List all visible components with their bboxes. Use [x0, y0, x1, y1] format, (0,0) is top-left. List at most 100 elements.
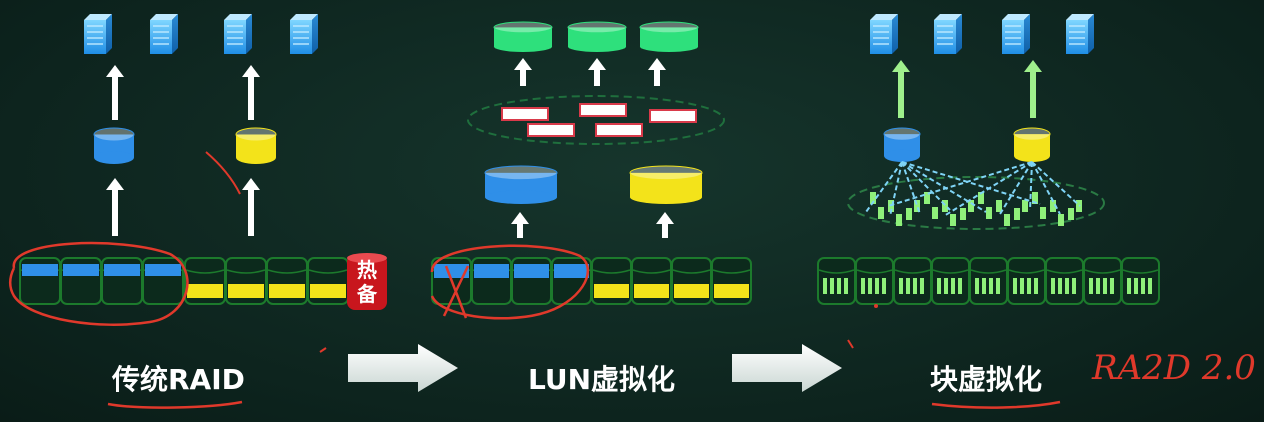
block-chunk: [823, 278, 827, 294]
block-chunk: [914, 200, 920, 212]
disk-icon: [93, 127, 135, 165]
block-chunk: [1034, 278, 1038, 294]
disk-icon: [817, 257, 856, 305]
disk-icon: [142, 257, 184, 305]
hot-spare-label-1: 热: [357, 258, 377, 282]
mapping-line: [889, 161, 903, 217]
block-chunk: [1058, 278, 1062, 294]
mapping-line: [1031, 161, 1081, 207]
mapping-line: [999, 161, 1033, 215]
block-chunk: [960, 208, 966, 220]
disk-icon: [266, 257, 308, 305]
block-chunk: [1072, 278, 1076, 294]
block-chunk: [989, 278, 993, 294]
block-chunk: [1040, 207, 1046, 219]
ink-circle: [9, 241, 189, 326]
block-chunk: [830, 278, 834, 294]
disk-icon: [484, 165, 558, 204]
mapping-line: [901, 161, 987, 213]
block-chunk: [1032, 192, 1038, 204]
mapping-line: [901, 161, 921, 215]
arrow-up-icon: [242, 178, 260, 236]
mapping-line: [901, 161, 1041, 205]
mapping-line: [1031, 161, 1061, 215]
disk-icon: [19, 257, 61, 305]
disk-icon: [567, 21, 627, 52]
block-chunk: [1134, 278, 1138, 294]
label-traditional-raid: 传统RAID: [112, 363, 245, 396]
mapping-line: [865, 161, 903, 213]
arrow-up-icon: [514, 58, 532, 86]
middle-layer: [93, 21, 1105, 230]
disk-icon: [711, 257, 752, 305]
block-chunk: [1013, 278, 1017, 294]
server-icon: [150, 14, 178, 54]
server-icon: [1066, 14, 1094, 54]
server-icon: [84, 14, 112, 54]
block-chunk: [1058, 214, 1064, 226]
block-chunk: [951, 278, 955, 294]
server-icon: [1002, 14, 1030, 54]
arrow-up-icon: [511, 212, 529, 238]
block-chunk: [906, 208, 912, 220]
disk-icon: [60, 257, 102, 305]
disk-icon: [225, 257, 267, 305]
block-chunk: [868, 278, 872, 294]
mapping-line: [1029, 161, 1033, 211]
block-chunk: [1022, 200, 1028, 212]
ink-mark: [205, 151, 241, 195]
ink-underline: [931, 400, 1061, 409]
block-chunk: [1148, 278, 1152, 294]
disk-icon: [471, 257, 512, 305]
lun-pool-outline: [467, 95, 725, 145]
disk-icon: [101, 257, 143, 305]
servers-layer: [84, 14, 1094, 54]
ink-cross: [442, 265, 470, 319]
block-chunk: [968, 200, 974, 212]
block-chunk: [878, 207, 884, 219]
server-icon: [290, 14, 318, 54]
label-block-virtualization: 块虚拟化: [930, 363, 1043, 396]
block-chunk: [1020, 278, 1024, 294]
block-chunk: [861, 278, 865, 294]
ink-circle: [430, 244, 590, 320]
lun-slice: [501, 107, 549, 121]
arrow-up-icon: [106, 65, 124, 120]
disk-arrays-layer: [19, 253, 1160, 310]
ink-mark: [847, 339, 854, 349]
lun-slice: [649, 109, 697, 123]
block-chunk: [1110, 278, 1114, 294]
block-chunk: [942, 200, 948, 212]
disk-icon: [855, 257, 894, 305]
block-chunk: [1014, 208, 1020, 220]
block-chunk: [1103, 278, 1107, 294]
arrow-right-icon: [348, 344, 458, 392]
block-chunk: [1027, 278, 1031, 294]
block-chunk: [1051, 278, 1055, 294]
arrow-up-icon: [588, 58, 606, 86]
disk-icon: [893, 257, 932, 305]
arrow-up-icon: [242, 65, 260, 120]
hot-spare-label-2: 备: [357, 282, 377, 306]
disk-icon: [184, 257, 226, 305]
disk-icon: [629, 165, 703, 204]
disk-icon: [1083, 257, 1122, 305]
disk-icon: [631, 257, 672, 305]
transition-arrows-layer: [348, 344, 842, 392]
lun-slice: [595, 123, 643, 137]
block-chunk: [924, 192, 930, 204]
server-icon: [224, 14, 252, 54]
block-chunk: [950, 214, 956, 226]
arrow-up-icon: [1024, 60, 1042, 118]
disk-icon: [1013, 127, 1051, 163]
block-chunk: [986, 207, 992, 219]
block-chunk: [920, 278, 924, 294]
block-chunk: [1068, 208, 1074, 220]
disk-icon: [307, 257, 349, 305]
block-chunk: [899, 278, 903, 294]
label-lun-virtualization: LUN虚拟化: [528, 363, 676, 396]
disk-icon: [639, 21, 699, 52]
disk-icon: [235, 127, 277, 165]
block-chunk: [875, 278, 879, 294]
